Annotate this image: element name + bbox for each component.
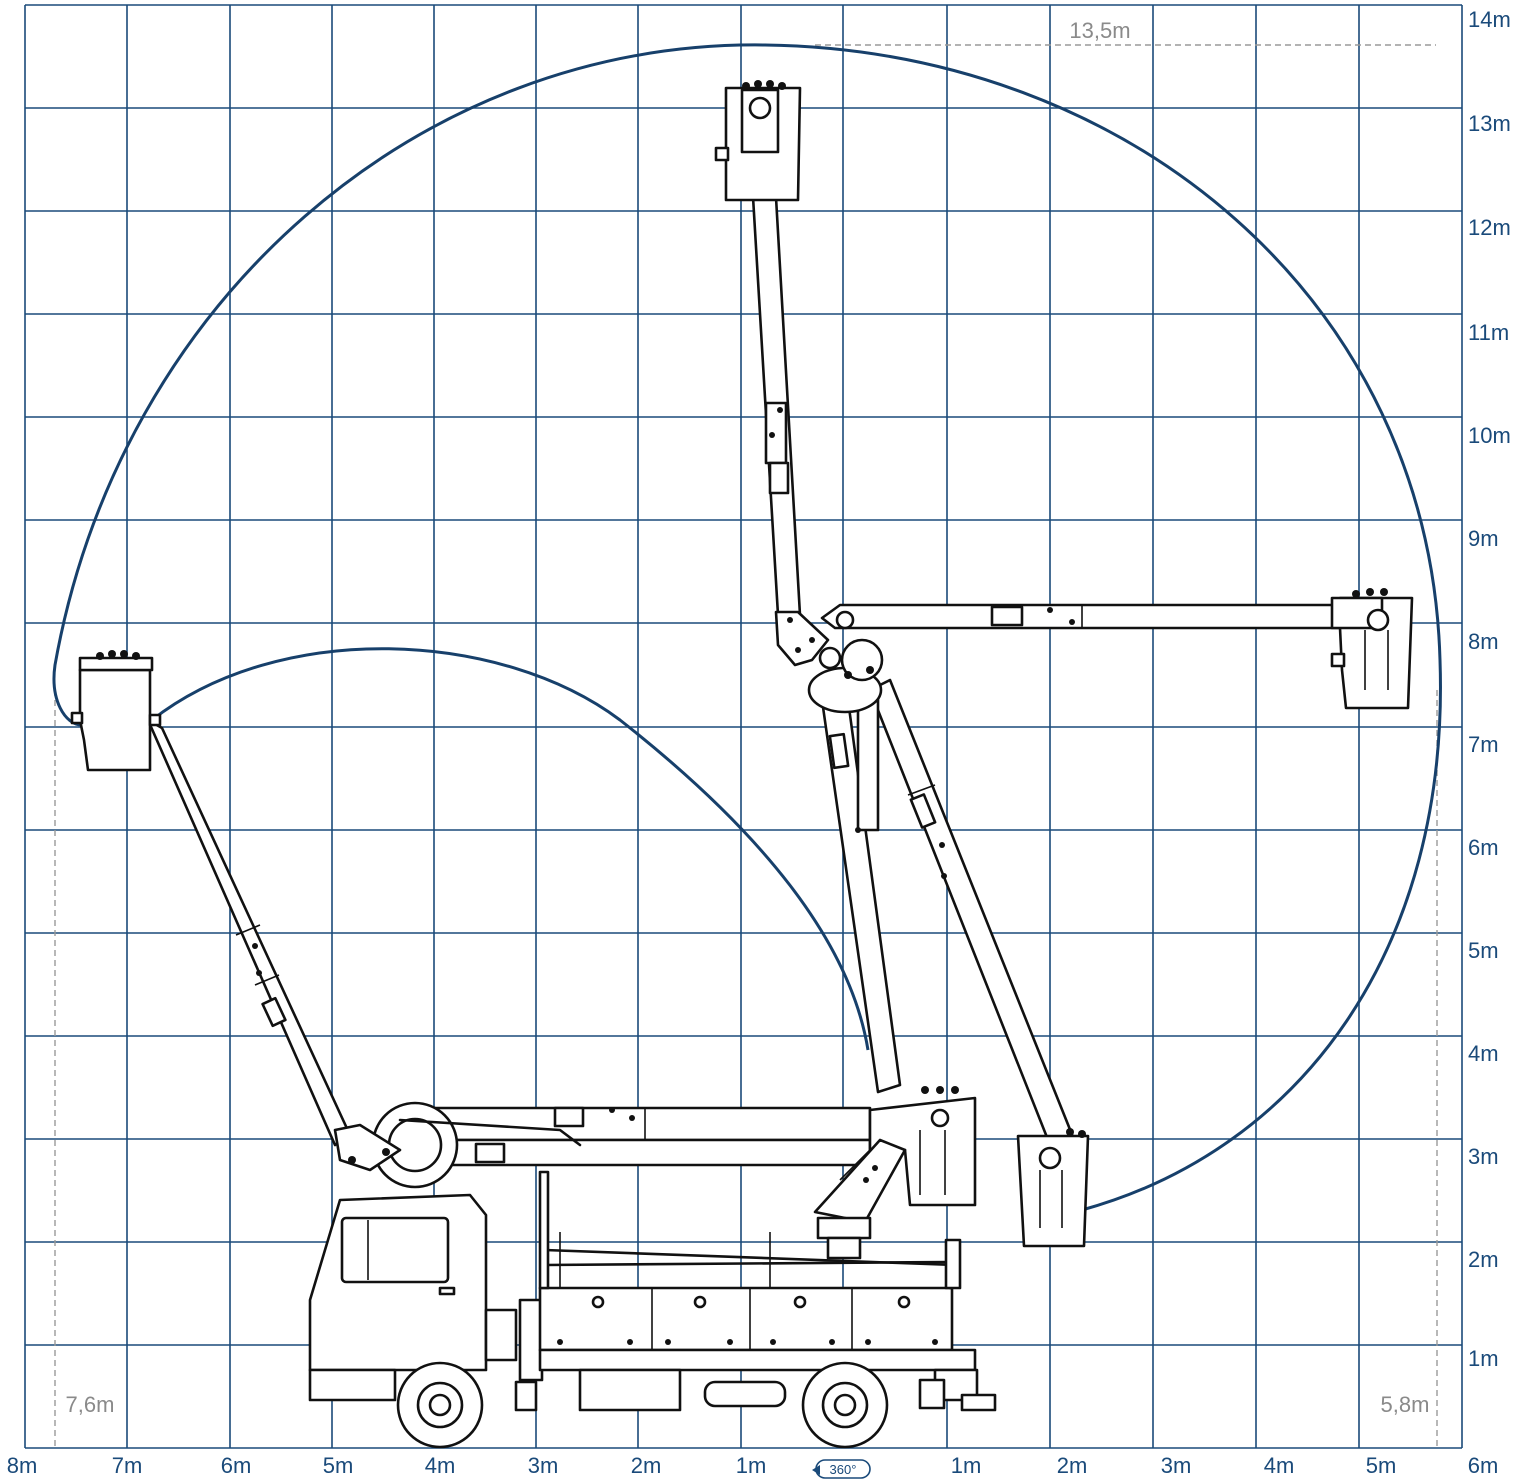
y-label: 12m <box>1468 215 1511 240</box>
x-label: 6m <box>1468 1453 1499 1478</box>
x-label: 4m <box>1264 1453 1295 1478</box>
x-axis-labels-right: 1m 2m 3m 4m 5m 6m <box>951 1453 1499 1478</box>
y-label: 3m <box>1468 1144 1499 1169</box>
windshield <box>340 1216 450 1284</box>
y-label: 2m <box>1468 1247 1499 1272</box>
max-height-label-bg <box>1062 16 1146 44</box>
y-label: 4m <box>1468 1041 1499 1066</box>
y-label: 9m <box>1468 526 1499 551</box>
x-label: 3m <box>1161 1453 1192 1478</box>
x-label: 2m <box>631 1453 662 1478</box>
boom-vertical <box>714 80 830 667</box>
boom-knuckle-assembly <box>807 638 1090 1248</box>
x-label: 7m <box>112 1453 143 1478</box>
x-label: 1m <box>736 1453 767 1478</box>
rotation-label: 360° <box>830 1462 857 1477</box>
x-label: 5m <box>323 1453 354 1478</box>
y-axis-labels: 1m 2m 3m 4m 5m 6m 7m 8m 9m 10m 11m 12m 1… <box>1468 7 1511 1371</box>
y-label: 10m <box>1468 423 1511 448</box>
x-label: 3m <box>528 1453 559 1478</box>
max-height-label: 13,5m <box>1069 18 1130 43</box>
truck <box>308 1170 997 1449</box>
truck-body <box>538 1286 954 1352</box>
basket-low-right <box>1016 1134 1090 1248</box>
boom-horizontal <box>820 588 1414 710</box>
working-envelope-curve <box>52 43 1442 1212</box>
boom-stowed <box>333 1086 977 1260</box>
grid <box>24 4 1463 1449</box>
y-label: 11m <box>1468 320 1509 345</box>
x-axis-labels-left: 8m 7m 6m 5m 4m 3m 2m 1m <box>7 1453 767 1478</box>
boom-left-extended <box>70 650 352 1147</box>
rotation-360-icon: 360° <box>812 1459 871 1479</box>
x-label: 8m <box>7 1453 38 1478</box>
y-label: 5m <box>1468 938 1499 963</box>
x-label: 4m <box>425 1453 456 1478</box>
y-label: 13m <box>1468 111 1511 136</box>
x-label: 2m <box>1057 1453 1088 1478</box>
y-label: 8m <box>1468 629 1499 654</box>
dimension-lines: 13,5m 7,6m 5,8m <box>54 16 1438 1446</box>
x-label: 5m <box>1366 1453 1397 1478</box>
left-reach-label: 7,6m <box>66 1392 115 1417</box>
x-label: 6m <box>221 1453 252 1478</box>
y-label: 14m <box>1468 7 1511 32</box>
y-label: 7m <box>1468 732 1499 757</box>
y-label: 6m <box>1468 835 1499 860</box>
y-label: 1m <box>1468 1346 1499 1371</box>
basket-left <box>78 668 152 772</box>
x-label: 1m <box>951 1453 982 1478</box>
right-reach-label: 5,8m <box>1381 1392 1430 1417</box>
